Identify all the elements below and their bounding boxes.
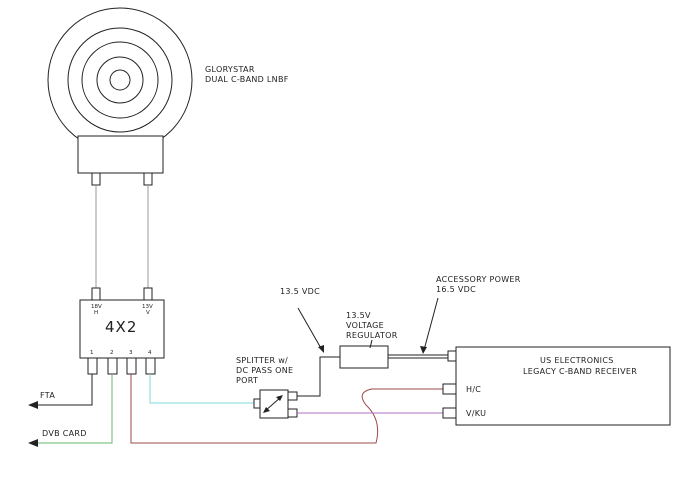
accessory-leader bbox=[423, 297, 439, 351]
regulator-leader bbox=[369, 339, 373, 349]
receiver bbox=[442, 346, 671, 426]
regulator-label-line3: REGULATOR bbox=[346, 331, 398, 340]
switch-port-2: 2 bbox=[110, 350, 114, 356]
fta-label: FTA bbox=[40, 391, 55, 400]
switch-port-3: 3 bbox=[129, 350, 133, 356]
splitter-label-line1: SPLITTER w/ bbox=[236, 356, 288, 365]
vdc-leader bbox=[297, 307, 323, 351]
regulator-label-line2: VOLTAGE bbox=[346, 321, 384, 330]
dvb-label: DVB CARD bbox=[42, 429, 87, 438]
vdc-label: 13.5 VDC bbox=[280, 287, 320, 296]
switch-input-right-pol: V bbox=[146, 310, 150, 316]
switch-port-1: 1 bbox=[90, 350, 94, 356]
receiver-port-vku: V/KU bbox=[466, 409, 486, 418]
fta-arrow-icon bbox=[28, 401, 38, 409]
regulator-label-line1: 13.5V bbox=[346, 311, 371, 320]
receiver-label-line1: US ELECTRONICS bbox=[540, 356, 614, 365]
lnbf-label-line1: GLORYSTAR bbox=[205, 65, 255, 74]
switch-input-left-pol: H bbox=[94, 310, 98, 316]
accessory-label-line2: 16.5 VDC bbox=[436, 285, 476, 294]
lnbf-feed bbox=[47, 7, 193, 186]
receiver-label-line2: LEGACY C-BAND RECEIVER bbox=[523, 367, 637, 376]
dvb-arrow-icon bbox=[28, 439, 38, 447]
cable-fta bbox=[36, 374, 93, 406]
splitter-label-line3: PORT bbox=[236, 376, 258, 385]
cable-dvb bbox=[36, 374, 113, 444]
splitter-arrow-icon bbox=[276, 395, 283, 401]
voltage-regulator bbox=[339, 345, 452, 369]
switch-input-left-voltage: 18V bbox=[91, 304, 102, 310]
cable-port4-splitter bbox=[149, 374, 256, 404]
accessory-label-line1: ACCESSORY POWER bbox=[436, 275, 521, 284]
splitter bbox=[253, 389, 298, 419]
switch-port-4: 4 bbox=[148, 350, 152, 356]
switch-input-right-voltage: 13V bbox=[142, 304, 153, 310]
receiver-port-hc: H/C bbox=[466, 385, 481, 394]
splitter-label-line2: DC PASS ONE bbox=[236, 366, 293, 375]
lnbf-label-line2: DUAL C-BAND LNBF bbox=[205, 75, 289, 84]
switch-label: 4X2 bbox=[105, 318, 137, 336]
cable-splitter-regulator bbox=[297, 356, 340, 397]
cable-port3-receiver-hc bbox=[130, 374, 448, 444]
